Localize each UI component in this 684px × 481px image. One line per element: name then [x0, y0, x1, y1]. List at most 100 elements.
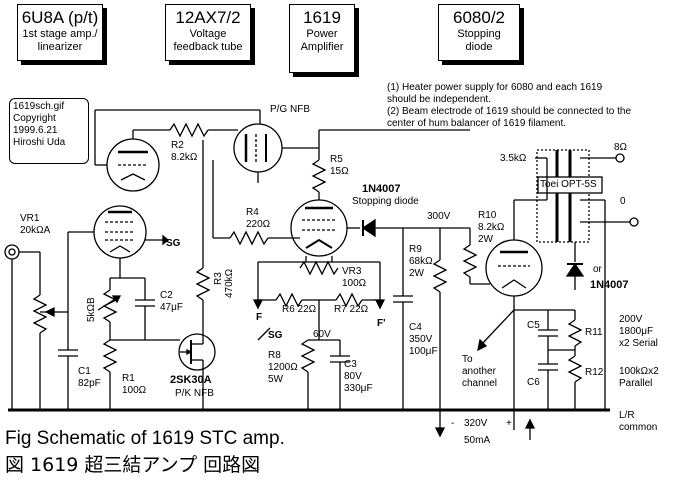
- label-r7: R7 22Ω: [334, 304, 369, 315]
- tube-box-12ax7: 12AX7/2 Voltage feedback tube: [165, 4, 251, 61]
- tube-box-sub: Amplifier: [300, 41, 344, 53]
- resistor-r10: [462, 244, 478, 278]
- wire: [257, 327, 271, 341]
- label-d2: 1N4007: [590, 279, 629, 291]
- label-c2: C2: [160, 290, 173, 301]
- arrow-down: [434, 427, 446, 438]
- tube-box-sub: linearizer: [37, 41, 83, 53]
- resistor-r6: [275, 292, 303, 308]
- arrow: [374, 299, 386, 310]
- label-8ohm: 8Ω: [614, 142, 628, 153]
- tube-6080: [485, 239, 543, 297]
- label-60v: 60V: [313, 329, 331, 340]
- label-vr1-value: 20kΩA: [20, 225, 51, 236]
- resistor-r12: [567, 355, 583, 383]
- output-transformer: [536, 149, 603, 243]
- label-r6: R6 22Ω: [282, 304, 317, 315]
- label-fet: 2SK30A: [170, 374, 212, 386]
- label-common: common: [619, 422, 658, 433]
- label-r10-power: 2W: [478, 234, 493, 245]
- label-c6: C6: [527, 377, 540, 388]
- resistor-r1: [102, 339, 118, 373]
- terminal-8ohm: [615, 153, 625, 163]
- label-supply-current: 50mA: [464, 435, 491, 446]
- label-r12: R12: [585, 367, 604, 378]
- label-pg-nfb: P/G NFB: [270, 104, 311, 115]
- diode-stopping: [361, 218, 376, 238]
- copyright-date: 1999.6.21: [13, 125, 58, 136]
- caption-en: Fig Schematic of 1619 STC amp.: [5, 428, 285, 449]
- label-c3: C3: [344, 359, 357, 370]
- label-r5: R5: [330, 154, 343, 165]
- tube-box-title: 12AX7/2: [175, 8, 241, 27]
- arrow: [162, 234, 170, 246]
- label-to-other-3: channel: [462, 378, 498, 389]
- label-300v: 300V: [427, 211, 451, 222]
- label-cap-spec-2: 1800μF: [619, 326, 654, 337]
- label-r8-power: 5W: [268, 374, 283, 385]
- label-0: 0: [620, 196, 626, 207]
- tube-box-sub: Voltage: [189, 28, 227, 40]
- label-c4-value: 100μF: [409, 346, 438, 357]
- resistor-r9: [432, 259, 448, 293]
- resistor-r3: [195, 267, 211, 301]
- tube-box-title: 6080/2: [453, 8, 505, 27]
- fet-2sk30a: [178, 333, 216, 410]
- label-sg-2: SG: [268, 330, 283, 341]
- label-r9-power: 2W: [409, 268, 424, 279]
- copyright-label: Copyright: [13, 113, 56, 124]
- copyright-file: 1619sch.gif: [13, 101, 65, 112]
- label-r10-value: 8.2kΩ: [478, 222, 505, 233]
- wire: [479, 309, 515, 347]
- label-lr: L/R: [619, 410, 635, 421]
- label-c1-value: 82pF: [78, 378, 101, 389]
- label-vr1: VR1: [20, 213, 40, 224]
- terminal-0: [629, 217, 639, 227]
- tube-box-sub: Stopping: [457, 28, 501, 40]
- label-r1-value: 100Ω: [122, 385, 147, 396]
- label-supply-minus: -: [451, 418, 455, 429]
- label-r10: R10: [478, 210, 497, 221]
- capacitor-c4: [393, 295, 413, 410]
- arrow: [477, 338, 488, 352]
- label-cap-spec-1: 200V: [619, 314, 643, 325]
- label-res-spec-2: Parallel: [619, 378, 653, 389]
- tube-box-sub: Power: [306, 28, 338, 40]
- label-r4-value: 220Ω: [246, 219, 271, 230]
- tube-box-6080: 6080/2 Stopping diode: [438, 4, 520, 61]
- label-res-spec-1: 100kΩx2: [619, 366, 659, 377]
- arrow-up: [524, 418, 536, 429]
- label-r4: R4: [246, 207, 259, 218]
- label-c5: C5: [527, 320, 540, 331]
- resistor-r8: [300, 339, 316, 373]
- copyright-author: Hiroshi Uda: [13, 137, 66, 148]
- label-supply-plus: +: [506, 418, 512, 429]
- resistor-vr3: [299, 260, 339, 276]
- tube-box-1619: 1619 Power Amplifier: [289, 4, 355, 73]
- resistor-r5: [311, 159, 327, 193]
- label-r11: R11: [585, 327, 603, 338]
- capacitor-c2: [135, 299, 155, 340]
- input-jack: [4, 244, 20, 410]
- tube-box-title: 1619: [303, 8, 341, 27]
- label-d1-desc: Stopping diode: [352, 196, 419, 207]
- vr1-potentiometer: [32, 252, 58, 410]
- resistor-r4: [229, 230, 269, 246]
- label-5kb: 5kΩB: [86, 297, 97, 322]
- label-c1: C1: [78, 366, 91, 377]
- tube-box-sub: 1st stage amp./: [22, 28, 98, 40]
- label-to-other-1: To: [462, 354, 473, 365]
- capacitor-c1: [58, 349, 78, 410]
- label-ot-primary: 3.5kΩ: [500, 153, 527, 164]
- label-cap-spec-3: x2 Serial: [619, 338, 658, 349]
- label-r8: R8: [268, 350, 281, 361]
- label-c2-value: 47μF: [160, 302, 183, 313]
- resistor-r2: [169, 122, 209, 138]
- label-sg-1: SG: [166, 238, 181, 249]
- label-vr3: VR3: [342, 266, 362, 277]
- label-r1: R1: [122, 373, 135, 384]
- label-fp: F': [377, 318, 386, 329]
- tube-6u8a-triode: [106, 138, 160, 192]
- label-f: F: [256, 312, 263, 323]
